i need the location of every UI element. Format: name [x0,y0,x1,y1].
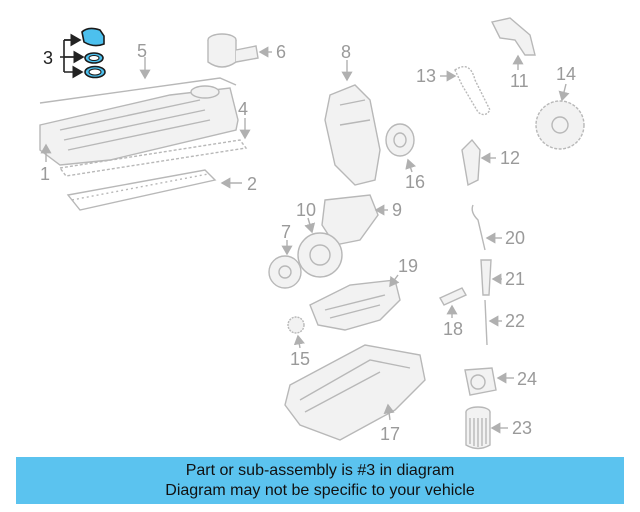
part-9-bracket[interactable] [321,194,379,246]
part-4-gasket[interactable] [58,139,248,177]
callout-24[interactable]: 24 [517,369,537,389]
banner-line-disclaimer: Diagram may not be specific to your vehi… [165,481,475,499]
diagram-info-banner: Part or sub-assembly is #3 in diagram Di… [16,457,624,504]
part-24-filter-housing[interactable] [464,367,497,396]
part-16-pulley[interactable] [385,123,415,157]
callout-13[interactable]: 13 [416,66,436,86]
callout-20[interactable]: 20 [505,228,525,248]
parts-diagram: 3 1 4 5 2 6 8 16 [39,17,585,450]
callout-8[interactable]: 8 [341,42,351,62]
callout-11[interactable]: 11 [510,71,529,91]
part-1-valve-cover[interactable] [39,77,239,166]
callout-18[interactable]: 18 [443,319,463,339]
banner-line-part-number: Part or sub-assembly is #3 in diagram [185,461,455,479]
callout-4[interactable]: 4 [238,99,248,119]
part-20-dipstick-tube[interactable] [471,204,486,251]
callout-22[interactable]: 22 [505,311,525,331]
part-12-tensioner[interactable] [461,138,481,187]
part-8-timing-cover[interactable] [324,84,381,186]
callout-5[interactable]: 5 [137,41,147,61]
callout-15[interactable]: 15 [290,349,310,369]
callout-12[interactable]: 12 [500,148,520,168]
part-21-tube[interactable] [480,259,492,296]
callout-17[interactable]: 17 [380,424,400,444]
part-23-oil-filter[interactable] [465,406,491,450]
callout-2[interactable]: 2 [247,174,257,194]
callout-16[interactable]: 16 [405,172,425,192]
callout-23[interactable]: 23 [512,418,532,438]
callout-7[interactable]: 7 [281,222,291,242]
part-14-sprocket[interactable] [535,100,585,150]
part-3-leaders [60,33,83,72]
part-2-gasket[interactable] [66,169,217,211]
callout-10[interactable]: 10 [296,200,316,220]
part-11-upper-cover[interactable] [490,17,536,56]
part-17-oil-pan[interactable] [284,344,426,441]
callout-14[interactable]: 14 [556,64,576,84]
callout-9[interactable]: 9 [392,200,402,220]
part-19-oil-pump[interactable] [309,279,401,331]
callout-21[interactable]: 21 [505,269,525,289]
callout-3[interactable]: 3 [43,48,53,68]
part-7-crank-pulley[interactable] [268,255,302,289]
callout-1[interactable]: 1 [40,164,50,184]
part-15-gear[interactable] [287,316,305,334]
part-10-flange[interactable] [297,232,343,278]
part-6-filler-neck[interactable] [207,33,259,68]
part-18-sensor[interactable] [439,287,467,306]
callout-6[interactable]: 6 [276,42,286,62]
part-13-timing-belt[interactable] [454,66,491,116]
callout-19[interactable]: 19 [398,256,418,276]
part-22-tube-lower[interactable] [484,299,488,346]
part-3-oil-filler-cap[interactable] [81,27,106,79]
